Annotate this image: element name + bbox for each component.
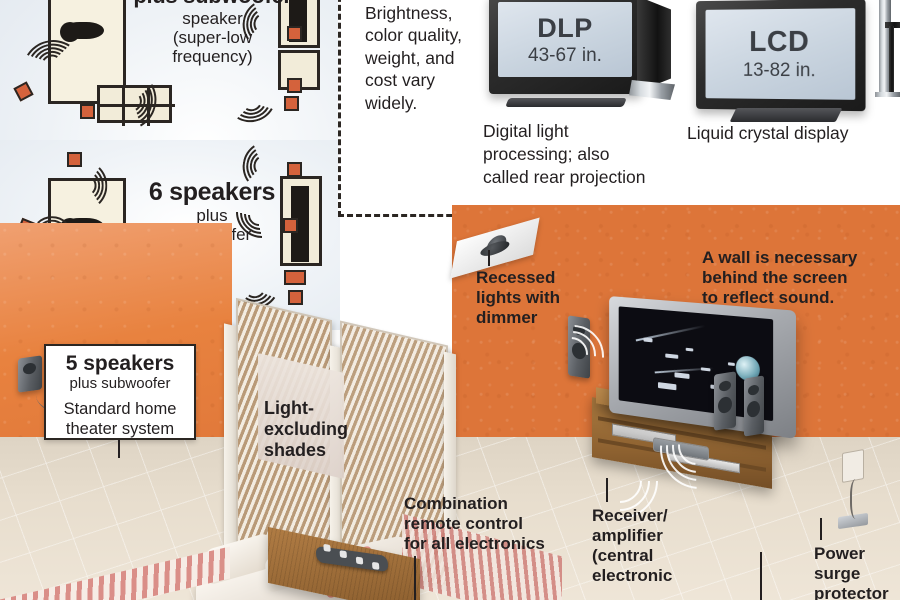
plan-sofa-1: [97, 85, 175, 126]
tv-profile-lcd-base: [875, 92, 900, 97]
recessed-lights-leader-line: [488, 250, 490, 266]
label-line-heading: plus subwoofer: [110, 0, 315, 9]
caption-line-3: called rear projection: [483, 166, 646, 187]
label-line-3: frequency): [172, 46, 253, 66]
right-tower-speaker-rear: [744, 375, 764, 437]
five-speaker-callout-box: 5 speakers plus subwoofer Standard home …: [44, 344, 196, 440]
speaker-icon: [283, 218, 298, 233]
five-speaker-body-line-1: Standard home: [63, 399, 177, 418]
receiver-leader-line: [606, 478, 608, 502]
callout-line-2: amplifier: [592, 525, 663, 545]
speaker-diagram-label-seven: plus subwoofer speaker (super-low freque…: [110, 0, 315, 66]
callout-line-2: lights with: [476, 287, 561, 307]
callout-line-3: for all electronics: [404, 533, 545, 553]
five-speaker-leader-line: [118, 440, 120, 458]
callout-receiver-amplifier: Receiver/ amplifier (central electronic: [592, 506, 672, 586]
tv-profile-dlp: [637, 0, 671, 92]
callout-line-3: dimmer: [476, 307, 538, 327]
room-scene: [0, 205, 900, 600]
surge-leader-line-2: [760, 552, 762, 600]
callout-line-1: Light-: [264, 398, 314, 418]
right-tower-speaker-front: [714, 371, 736, 431]
label-line-heading: 6 speakers: [148, 178, 276, 206]
power-cord: [850, 479, 864, 519]
five-speaker-body-line-2: theater system: [65, 419, 175, 438]
caption-line-2: processing; also: [483, 143, 610, 164]
wall-outlet: [842, 449, 864, 483]
label-line-1: speaker: [182, 8, 243, 28]
speaker-icon: [284, 270, 306, 285]
note-line-1: Brightness,: [365, 3, 453, 23]
tv-caption-lcd: Liquid crystal display: [687, 122, 900, 145]
note-line-2: color quality,: [365, 25, 462, 46]
callout-line-3: protector: [814, 583, 889, 600]
speaker-icon: [67, 152, 82, 167]
label-line-1: plus: [196, 206, 228, 225]
note-line-4: cost vary: [365, 70, 436, 91]
callout-line-2: behind the screen: [702, 267, 848, 287]
tv-profile-base-dlp: [629, 80, 675, 100]
callout-line-2: surge: [814, 563, 861, 583]
callout-line-3: shades: [264, 440, 327, 461]
tv-comparison-panel: Brightness, color quality, weight, and c…: [338, 0, 900, 217]
callout-wall-reflect: A wall is necessary behind the screen to…: [702, 248, 857, 308]
note-line-5: widely.: [365, 92, 418, 113]
callout-line-1: Receiver/: [592, 506, 668, 525]
speaker-icon: [288, 290, 303, 305]
tv-set-dlp: DLP 43-67 in.: [489, 0, 641, 94]
speaker-icon: [287, 26, 302, 41]
speaker-icon: [284, 96, 299, 111]
caption-line-1: Digital light: [483, 121, 569, 141]
label-line-2: (super-low: [172, 27, 253, 47]
tv-profile-lcd-arm: [885, 22, 900, 28]
callout-line-2: remote control: [404, 513, 524, 533]
callout-combination-remote: Combination remote control for all elect…: [404, 494, 545, 554]
surge-leader-line: [820, 518, 822, 540]
callout-line-3: (central: [592, 545, 654, 565]
tv-stand-dlp: [505, 98, 627, 107]
callout-line-1: Recessed: [476, 268, 556, 287]
caption-line-1: Liquid crystal display: [687, 123, 849, 143]
speaker-icon: [287, 162, 302, 177]
remote-leader-line: [414, 556, 416, 600]
tv-size-label: 43-67 in.: [528, 44, 602, 66]
tv-type-label: DLP: [537, 12, 593, 43]
callout-line-1: Power: [814, 544, 866, 563]
callout-light-excluding-shades: Light- excluding shades: [264, 398, 348, 461]
speaker-icon: [80, 104, 95, 119]
viewer-head-1: [60, 22, 80, 42]
tv-set-lcd: LCD 13-82 in.: [696, 0, 866, 112]
callout-recessed-lights: Recessed lights with dimmer: [476, 268, 560, 328]
tv-screen-dlp: DLP 43-67 in.: [498, 2, 632, 77]
tv-size-label: 13-82 in.: [742, 59, 816, 82]
callout-line-2: excluding: [264, 419, 349, 440]
callout-line-3: to reflect sound.: [702, 287, 835, 307]
speaker-icon: [287, 78, 302, 93]
callout-line-1: Combination: [404, 494, 508, 513]
callout-line-1: A wall is necessary: [702, 248, 858, 267]
tv-type-label: LCD: [749, 25, 810, 59]
tv-screen-lcd: LCD 13-82 in.: [705, 8, 856, 100]
left-tower-speaker: [568, 315, 590, 379]
five-speaker-subheading: plus subwoofer: [69, 375, 171, 393]
callout-line-4: electronic: [592, 565, 673, 585]
note-line-3: weight, and: [365, 47, 455, 68]
tv-vary-note: Brightness, color quality, weight, and c…: [365, 2, 510, 114]
five-speaker-heading: 5 speakers: [65, 352, 175, 375]
tv-stand-lcd: [729, 108, 843, 122]
tv-profile-lcd-post: [889, 26, 894, 92]
tv-caption-dlp: Digital light processing; also called re…: [483, 120, 698, 188]
speaker-icon: [13, 81, 34, 102]
callout-power-surge-protector: Power surge protector: [814, 544, 889, 600]
